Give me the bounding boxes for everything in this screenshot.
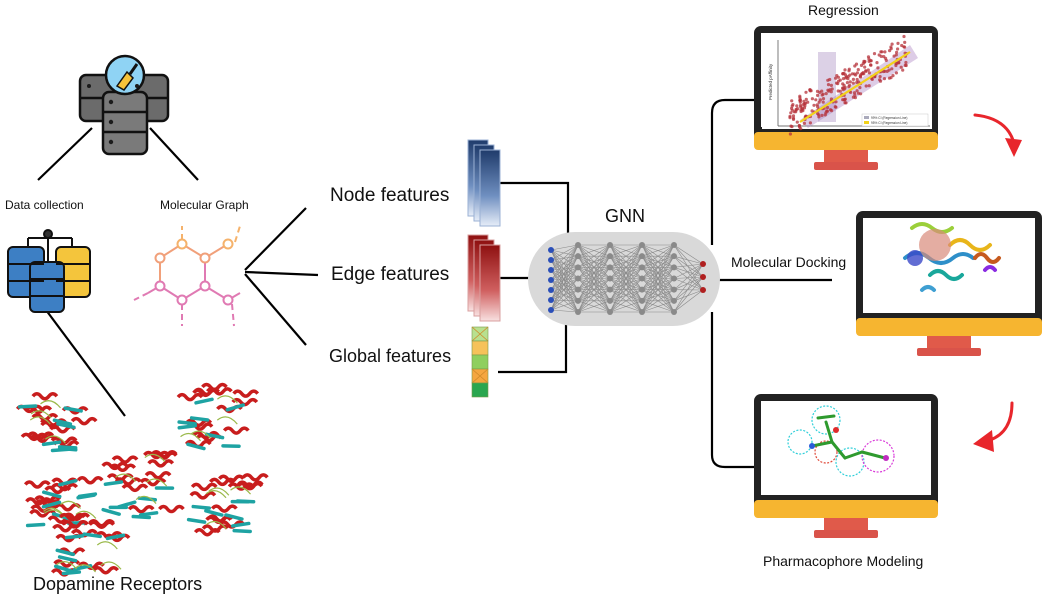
- nn-node: [639, 286, 645, 293]
- global-feature-cell: [471, 340, 489, 356]
- nn-node: [607, 297, 613, 304]
- docking-protein-image: [903, 222, 1001, 292]
- regression-legend-item: 99% CI (Regression Line): [871, 116, 908, 120]
- pharmacophore-modeling-label: Pharmacophore Modeling: [763, 553, 924, 569]
- nn-node: [671, 242, 677, 248]
- nn-node: [700, 261, 706, 267]
- nn-node: [607, 242, 613, 248]
- curved-arrow-icon: [973, 113, 1022, 157]
- nn-node: [548, 307, 554, 313]
- global-features-column: [471, 326, 489, 398]
- database-brush-icon: [78, 54, 170, 156]
- connected-databases-icon: [7, 229, 91, 313]
- pharmacophore-monitor: [754, 394, 938, 538]
- protein-structure: [186, 473, 269, 537]
- nn-node: [548, 247, 554, 253]
- monitor-neck: [824, 150, 868, 164]
- nn-node: [671, 297, 677, 304]
- nn-node: [671, 253, 677, 260]
- nn-node: [575, 253, 581, 260]
- nn-node: [575, 297, 581, 304]
- protein-structure-icon: [15, 382, 269, 577]
- nn-node: [639, 264, 645, 271]
- edge-features-stack: [467, 234, 501, 322]
- monitor-neck: [927, 336, 971, 350]
- nn-node: [671, 275, 677, 282]
- connector-lines: [37, 98, 832, 469]
- data-collection-label: Data collection: [5, 198, 84, 212]
- global-features-label: Global features: [329, 346, 452, 366]
- nn-node: [700, 287, 706, 293]
- regression-ylabel: Predicted pAffinity: [768, 63, 773, 100]
- node-features-stack: [467, 139, 501, 227]
- protein-structure: [101, 449, 185, 520]
- global-feature-cell: [471, 354, 489, 370]
- nn-node: [575, 242, 581, 248]
- monitor-base: [814, 530, 878, 538]
- nn-node: [607, 264, 613, 271]
- molecular-graph-label: Molecular Graph: [160, 198, 249, 212]
- monitor-bezel: [856, 318, 1042, 336]
- nn-node: [548, 257, 554, 263]
- monitor-bezel: [754, 132, 938, 150]
- protein-structure: [176, 382, 260, 451]
- protein-structure: [23, 476, 104, 529]
- nn-node: [639, 242, 645, 248]
- nn-node: [700, 274, 706, 280]
- monitor-bezel: [754, 500, 938, 518]
- nn-node: [548, 297, 554, 303]
- node-features-label: Node features: [330, 185, 450, 206]
- pharmacophore-image: [787, 405, 895, 477]
- nn-node: [639, 275, 645, 282]
- nn-node: [548, 277, 554, 283]
- nn-node: [607, 286, 613, 293]
- nn-node: [607, 275, 613, 282]
- nn-node: [607, 309, 613, 315]
- nn-node: [671, 309, 677, 315]
- monitor-screen: [761, 401, 931, 495]
- neural-network-icon: [528, 232, 720, 326]
- monitor-neck: [824, 518, 868, 532]
- nn-node: [639, 253, 645, 260]
- monitor-base: [814, 162, 878, 170]
- nn-node: [575, 264, 581, 271]
- nn-node: [575, 275, 581, 282]
- nn-node: [575, 309, 581, 315]
- regression-legend-item: 95% CI (Regression Line): [871, 121, 908, 125]
- nn-node: [639, 297, 645, 304]
- nn-node: [671, 264, 677, 271]
- molecule-graph-icon: [133, 225, 241, 327]
- docking-monitor: [856, 211, 1042, 356]
- nn-node: [671, 286, 677, 293]
- global-feature-cell: [471, 382, 489, 398]
- curved-arrow-icon: [973, 401, 1014, 452]
- edge-features-label: Edge features: [331, 264, 450, 285]
- regression-label: Regression: [808, 2, 879, 18]
- molecular-docking-label: Molecular Docking: [731, 254, 847, 270]
- protein-structure: [50, 512, 131, 577]
- dopamine-receptors-label: Dopamine Receptors: [33, 574, 203, 594]
- regression-plot: Predicted pAffinity 99% CI (Regression L…: [762, 33, 932, 136]
- nn-node: [639, 309, 645, 315]
- nn-node: [548, 287, 554, 293]
- nn-node: [607, 253, 613, 260]
- monitor-screen: [863, 218, 1035, 313]
- nn-node: [575, 286, 581, 293]
- gnn-label: GNN: [605, 206, 645, 226]
- nn-node: [548, 267, 554, 273]
- monitor-base: [917, 348, 981, 356]
- protein-structure: [15, 392, 98, 453]
